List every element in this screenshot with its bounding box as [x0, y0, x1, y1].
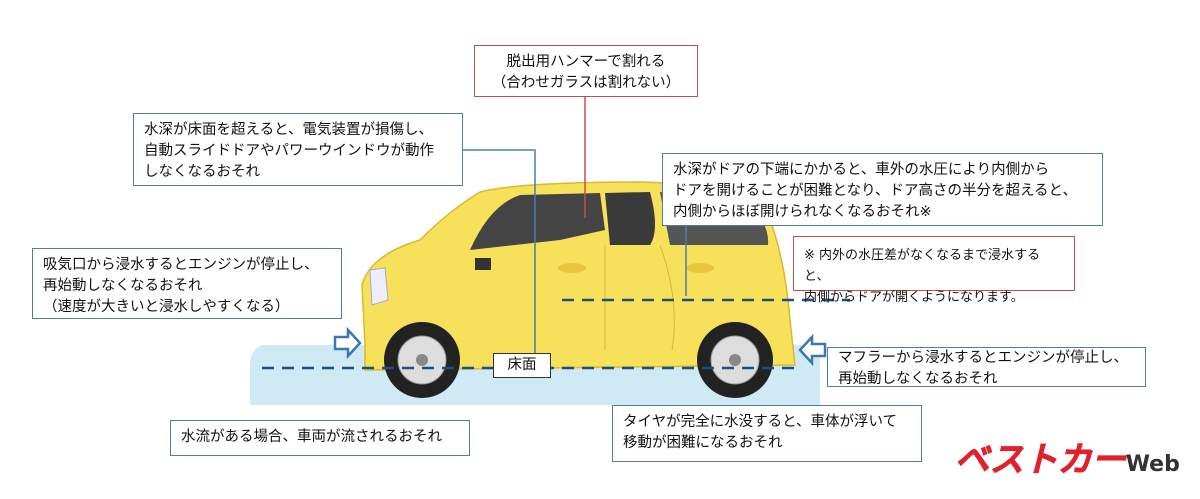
- rear-wheel: [697, 322, 773, 398]
- front-wheel: [384, 322, 460, 398]
- logo-text: ベストカー: [955, 440, 1127, 481]
- logo-suffix: Web: [1125, 452, 1180, 477]
- arrow-icons: [333, 326, 827, 367]
- callout-electrical: 水深が床面を超えると、電気装置が損傷し、 自動スライドドアやパワーウインドウが動…: [133, 113, 463, 186]
- callout-note: ※ 内外の水圧差がなくなるまで浸水すると、 内側からドアが開くようになります。: [793, 236, 1075, 305]
- leader-lines: [462, 96, 687, 355]
- bestcar-web-logo: ベストカーWeb: [955, 432, 1195, 492]
- callout-hammer: 脱出用ハンマーで割れる （合わせガラスは割れない）: [474, 45, 698, 97]
- callout-door: 水深がドアの下端にかかると、車外の水圧により内側から ドアを開けることが困難とな…: [662, 153, 1103, 226]
- floor-label: 床面: [493, 353, 551, 378]
- callout-tire: タイヤが完全に水没すると、車体が浮いて 移動が困難になるおそれ: [612, 405, 922, 462]
- callout-current: 水流がある場合、車両が流されるおそれ: [170, 420, 470, 456]
- callout-intake: 吸気口から浸水するとエンジンが停止し、 再始動しなくなるおそれ （速度が大きいと…: [32, 248, 342, 319]
- callout-muffler: マフラーから浸水するとエンジンが停止し、 再始動しなくなるおそれ: [827, 347, 1146, 387]
